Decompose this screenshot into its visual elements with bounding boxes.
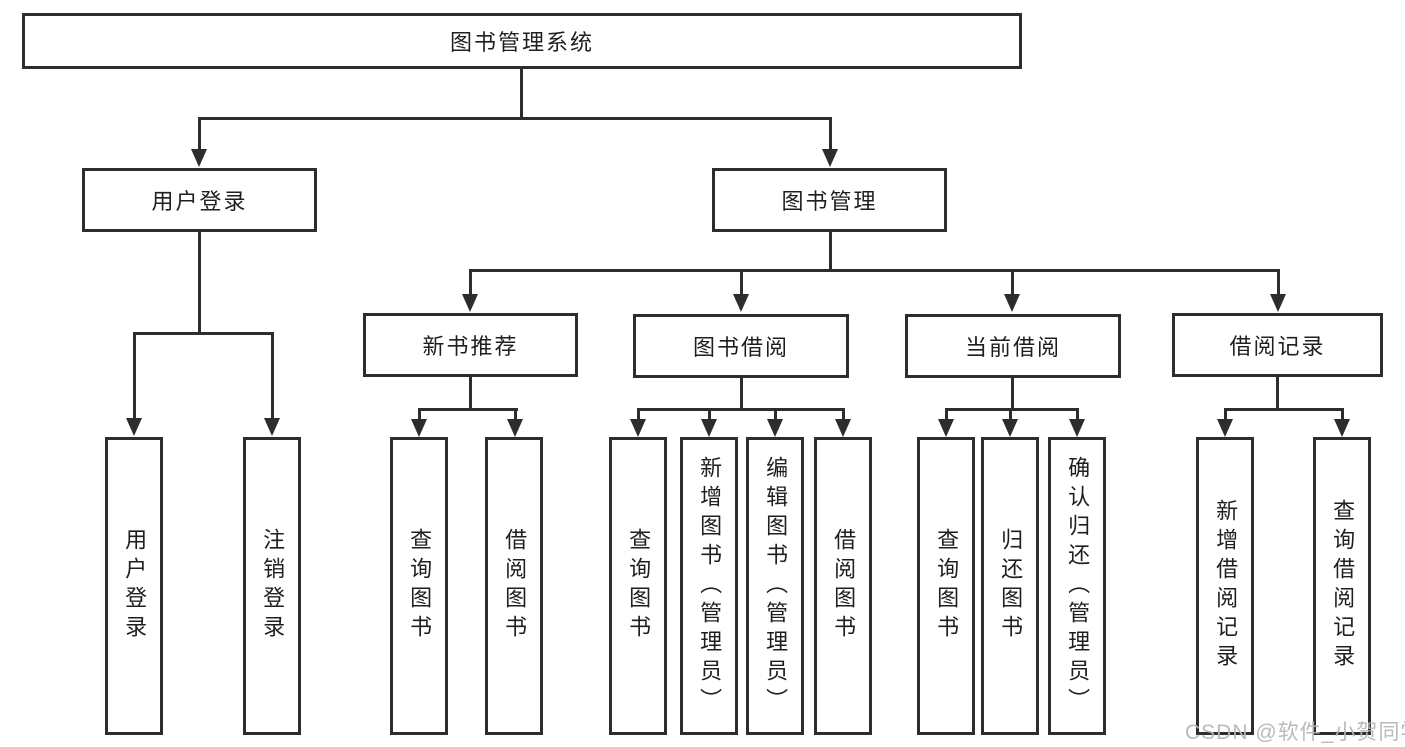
leaf-query-book-borrow: 查询图书 — [609, 437, 667, 735]
leaf-edit-book-admin-label: 编辑图书（管理员） — [763, 455, 789, 717]
arrow-down-icon — [767, 419, 783, 437]
connector-new-book-drop-2 — [514, 408, 517, 422]
node-user-login-label: 用户登录 — [151, 189, 248, 214]
connector-root-stem — [520, 68, 523, 119]
connector-user-login-drop-2 — [271, 332, 274, 420]
leaf-logout-label: 注销登录 — [260, 528, 286, 644]
node-user-login: 用户登录 — [82, 168, 317, 232]
connector-borrow-drop-2 — [708, 408, 711, 422]
arrow-down-icon — [1069, 419, 1085, 437]
connector-book-mgmt-drop-1 — [469, 269, 472, 296]
leaf-borrow-book-recommend-label: 借阅图书 — [502, 528, 528, 644]
connector-new-book-drop-1 — [418, 408, 421, 422]
connector-borrow-drop-4 — [842, 408, 845, 422]
connector-root-rail — [198, 117, 832, 120]
connector-user-login-drop-1 — [133, 332, 136, 420]
connector-borrow-drop-3 — [774, 408, 777, 422]
leaf-query-book-current: 查询图书 — [917, 437, 975, 735]
arrow-down-icon — [1002, 419, 1018, 437]
node-book-management: 图书管理 — [712, 168, 947, 232]
connector-current-drop-1 — [945, 408, 948, 422]
connector-borrow-rail — [637, 408, 845, 411]
arrow-down-icon — [701, 419, 717, 437]
arrow-down-icon — [462, 294, 478, 312]
arrow-down-icon — [507, 419, 523, 437]
arrow-down-icon — [191, 149, 207, 167]
node-current-borrow: 当前借阅 — [905, 314, 1121, 378]
arrow-down-icon — [1334, 419, 1350, 437]
leaf-add-book-admin: 新增图书（管理员） — [680, 437, 738, 735]
connector-current-rail — [945, 408, 1079, 411]
connector-book-mgmt-drop-4 — [1277, 269, 1280, 296]
connector-root-drop-left — [198, 117, 201, 151]
leaf-confirm-return-admin: 确认归还（管理员） — [1048, 437, 1106, 735]
connector-record-drop-1 — [1224, 408, 1227, 422]
leaf-add-borrow-record: 新增借阅记录 — [1196, 437, 1254, 735]
connector-user-login-rail — [133, 332, 274, 335]
connector-book-mgmt-stem — [829, 231, 832, 272]
leaf-logout: 注销登录 — [243, 437, 301, 735]
node-current-borrow-label: 当前借阅 — [964, 335, 1061, 360]
connector-book-mgmt-rail — [469, 269, 1280, 272]
leaf-query-book-borrow-label: 查询图书 — [626, 528, 652, 644]
connector-root-drop-right — [829, 117, 832, 151]
node-borrow-record: 借阅记录 — [1172, 313, 1383, 377]
leaf-return-book: 归还图书 — [981, 437, 1039, 735]
connector-record-stem — [1276, 376, 1279, 411]
node-root: 图书管理系统 — [22, 13, 1022, 69]
node-borrow-record-label: 借阅记录 — [1229, 334, 1326, 359]
arrow-down-icon — [126, 418, 142, 436]
connector-book-mgmt-drop-3 — [1011, 269, 1014, 296]
leaf-add-borrow-record-label: 新增借阅记录 — [1213, 499, 1239, 673]
connector-current-drop-3 — [1076, 408, 1079, 422]
arrow-down-icon — [411, 419, 427, 437]
leaf-user-login: 用户登录 — [105, 437, 163, 735]
arrow-down-icon — [938, 419, 954, 437]
csdn-watermark: CSDN @软件_小贺同学 — [1185, 721, 1405, 744]
connector-new-book-rail — [418, 408, 518, 411]
arrow-down-icon — [1270, 294, 1286, 312]
connector-new-book-stem — [469, 376, 472, 411]
leaf-borrow-book-label: 借阅图书 — [831, 528, 857, 644]
leaf-query-book-recommend-label: 查询图书 — [407, 528, 433, 644]
arrow-down-icon — [1217, 419, 1233, 437]
node-root-label: 图书管理系统 — [449, 30, 594, 55]
connector-borrow-drop-1 — [637, 408, 640, 422]
connector-current-stem — [1011, 377, 1014, 411]
node-new-book-recommend: 新书推荐 — [363, 313, 578, 377]
node-book-borrow: 图书借阅 — [633, 314, 849, 378]
leaf-confirm-return-admin-label: 确认归还（管理员） — [1065, 455, 1091, 717]
connector-user-login-stem — [198, 231, 201, 334]
connector-current-drop-2 — [1009, 408, 1012, 422]
connector-borrow-stem — [740, 377, 743, 411]
node-book-management-label: 图书管理 — [781, 189, 878, 214]
arrow-down-icon — [835, 419, 851, 437]
leaf-edit-book-admin: 编辑图书（管理员） — [746, 437, 804, 735]
leaf-query-book-recommend: 查询图书 — [390, 437, 448, 735]
arrow-down-icon — [630, 419, 646, 437]
leaf-borrow-book-recommend: 借阅图书 — [485, 437, 543, 735]
arrow-down-icon — [822, 149, 838, 167]
node-new-book-recommend-label: 新书推荐 — [422, 334, 519, 359]
leaf-return-book-label: 归还图书 — [998, 528, 1024, 644]
leaf-user-login-label: 用户登录 — [122, 528, 148, 644]
leaf-query-book-current-label: 查询图书 — [934, 528, 960, 644]
arrow-down-icon — [264, 418, 280, 436]
connector-book-mgmt-drop-2 — [740, 269, 743, 296]
node-book-borrow-label: 图书借阅 — [692, 335, 789, 360]
arrow-down-icon — [1004, 294, 1020, 312]
leaf-query-borrow-record: 查询借阅记录 — [1313, 437, 1371, 735]
leaf-add-book-admin-label: 新增图书（管理员） — [697, 455, 723, 717]
connector-record-drop-2 — [1341, 408, 1344, 422]
connector-record-rail — [1224, 408, 1343, 411]
leaf-borrow-book: 借阅图书 — [814, 437, 872, 735]
arrow-down-icon — [733, 294, 749, 312]
leaf-query-borrow-record-label: 查询借阅记录 — [1330, 499, 1356, 673]
